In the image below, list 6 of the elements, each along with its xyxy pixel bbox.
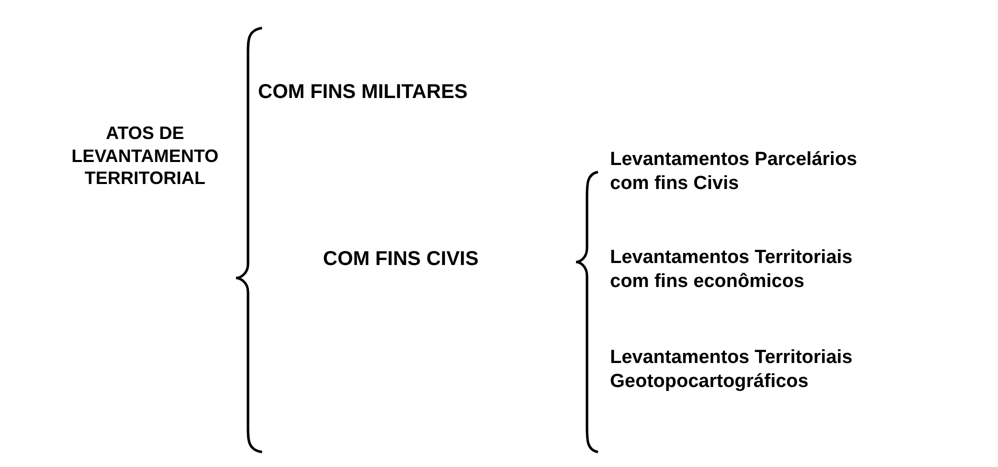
diagram-label: Levantamentos Territoriais Geotopocartográficos: [610, 346, 854, 394]
diagram-label: Levantamentos Territoriais com fins econômicos: [610, 246, 854, 294]
diagram-label: COM FINS MILITARES: [258, 80, 469, 105]
diagram-label: ATOS DE LEVANTAMENTO TERRITORIAL: [70, 122, 220, 190]
diagram-label: COM FINS CIVIS: [323, 247, 480, 272]
diagram-label: Levantamentos Parcelários com fins Civis: [610, 148, 858, 196]
